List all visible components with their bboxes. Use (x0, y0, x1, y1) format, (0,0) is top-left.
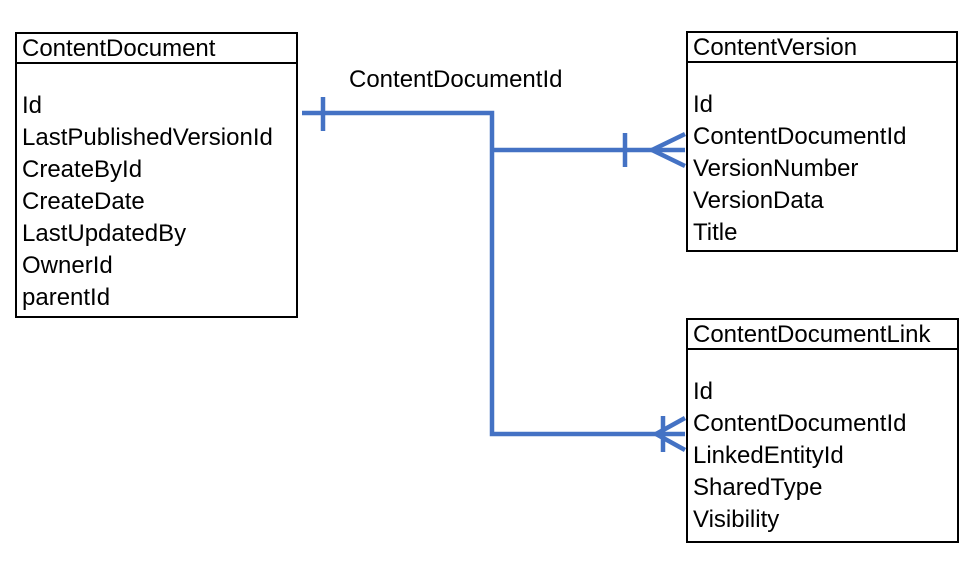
field-versiondata: VersionData (693, 187, 824, 214)
field-parentid: parentId (22, 284, 111, 311)
field-visibility: Visibility (693, 506, 780, 533)
entity-fields-contentdocument: Id LastPublishedVersionId CreateById Cre… (17, 64, 296, 314)
entity-contentdocument: ContentDocument Id LastPublishedVersionI… (15, 32, 298, 318)
entity-fields-contentversion: Id ContentDocumentId VersionNumber Versi… (688, 63, 956, 249)
field-contentdocumentid: ContentDocumentId (693, 410, 907, 437)
field-versionnumber: VersionNumber (693, 155, 859, 182)
connector-contentdocument-to-contentdocumentlink (302, 110, 685, 437)
field-title: Title (693, 219, 738, 246)
field-ownerid: OwnerId (22, 252, 113, 279)
crowsfoot-many-contentversion (646, 131, 686, 169)
relationship-label: ContentDocumentId (349, 66, 563, 93)
field-sharedtype: SharedType (693, 474, 823, 501)
field-createbyid: CreateById (22, 156, 143, 183)
field-lastupdatedby: LastUpdatedBy (22, 220, 187, 247)
field-id: Id (22, 92, 43, 119)
entity-title-contentdocument: ContentDocument (17, 34, 296, 64)
field-linkedentityid: LinkedEntityId (693, 442, 844, 469)
field-lastpublishedversionid: LastPublishedVersionId (22, 124, 273, 151)
crowsfoot-many-contentdocumentlink (651, 416, 687, 452)
entity-contentversion: ContentVersion Id ContentDocumentId Vers… (686, 31, 958, 252)
field-contentdocumentid: ContentDocumentId (693, 123, 907, 150)
field-id: Id (693, 91, 714, 118)
field-createdate: CreateDate (22, 188, 145, 215)
field-id: Id (693, 378, 714, 405)
entity-fields-contentdocumentlink: Id ContentDocumentId LinkedEntityId Shar… (688, 350, 957, 536)
entity-title-contentdocumentlink: ContentDocumentLink (688, 320, 957, 350)
entity-title-contentversion: ContentVersion (688, 33, 956, 63)
entity-contentdocumentlink: ContentDocumentLink Id ContentDocumentId… (686, 318, 959, 543)
